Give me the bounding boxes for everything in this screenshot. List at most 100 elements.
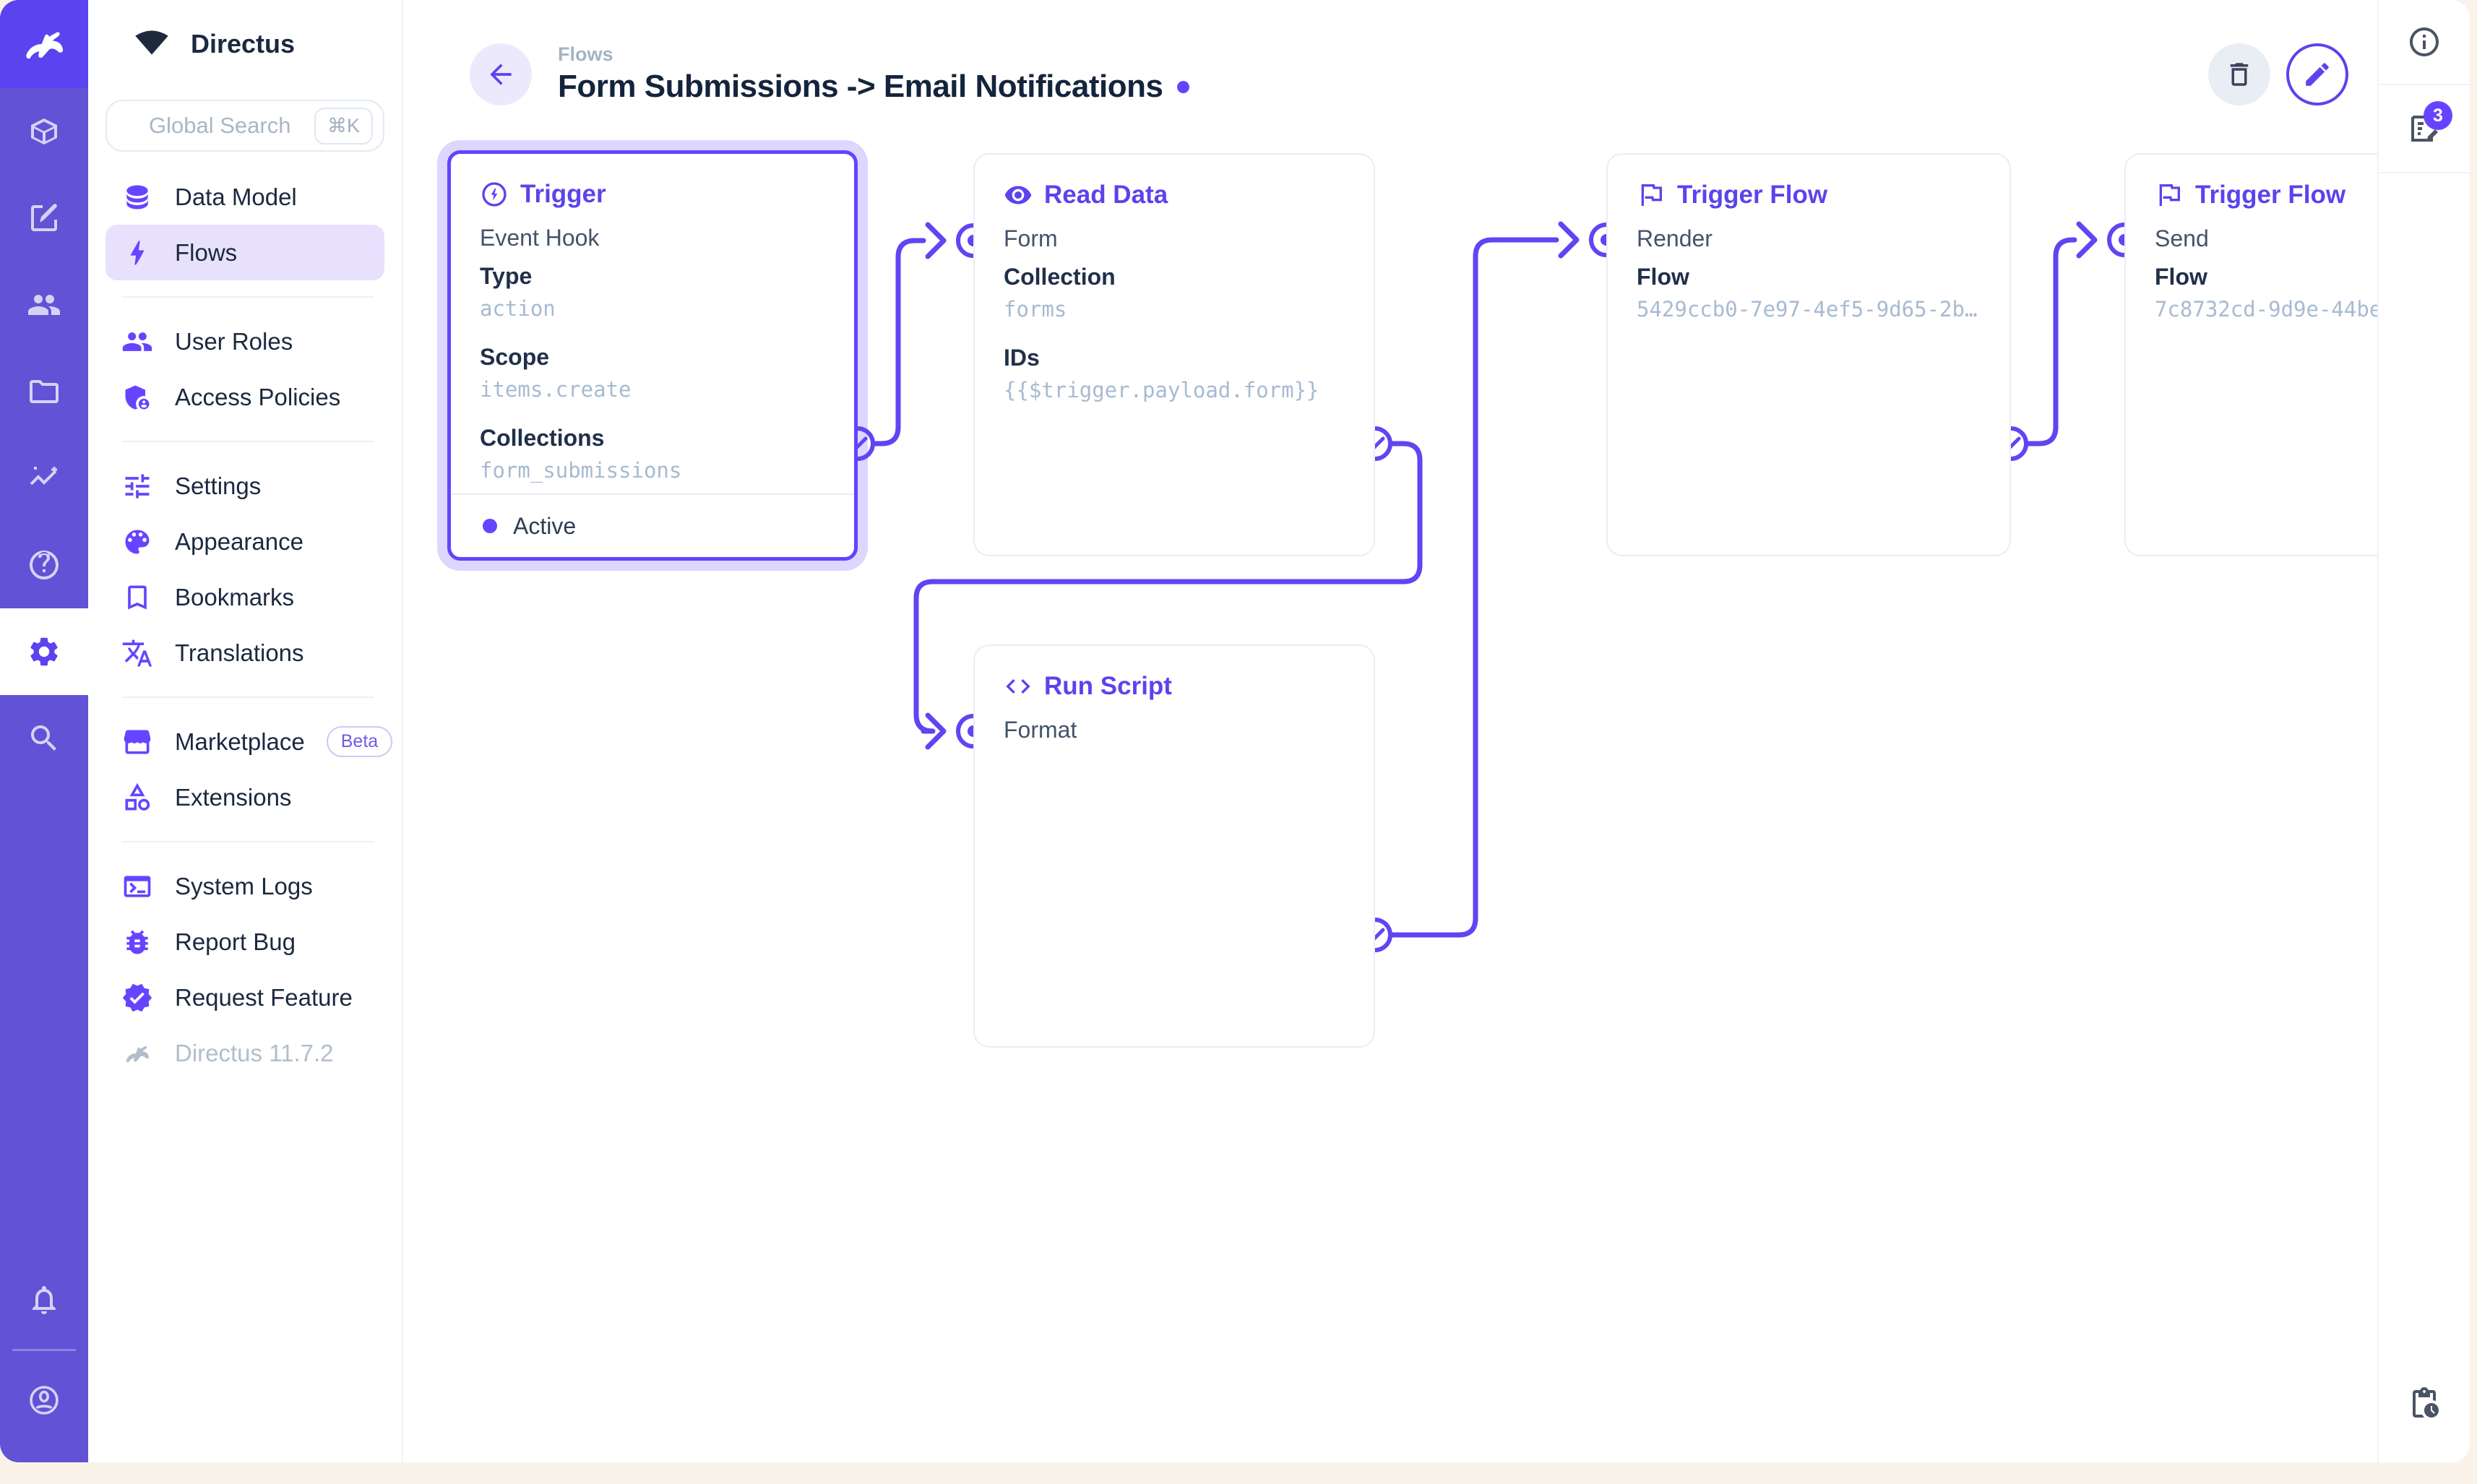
- field-label: Type: [480, 263, 533, 289]
- shapes-icon: [125, 782, 150, 811]
- sidebar-item-settings[interactable]: Settings: [105, 458, 384, 514]
- edit-square-icon: [31, 204, 57, 231]
- module-files[interactable]: [0, 348, 88, 435]
- code-icon: [1006, 679, 1030, 694]
- sidebar-item-marketplace[interactable]: Marketplace Beta: [105, 714, 393, 769]
- rabbit-icon: [126, 1045, 149, 1062]
- sidebar-item-label: Report Bug: [175, 928, 296, 955]
- sidebar-item-label: Bookmarks: [175, 583, 295, 611]
- field-label: Flow: [2155, 264, 2207, 290]
- module-bar: [0, 0, 88, 1462]
- flow-panel-trigger[interactable]: Trigger Event Hook Type action Scope ite…: [447, 150, 858, 561]
- nav-list: Data Model Flows User Roles Access Polic…: [88, 169, 402, 1462]
- module-content[interactable]: [0, 88, 88, 175]
- sidebar-item-bookmarks[interactable]: Bookmarks: [105, 569, 384, 625]
- breadcrumb[interactable]: Flows: [558, 43, 613, 65]
- field-value: items.create: [480, 377, 632, 402]
- field-value: 5429ccb0-7e97-4ef5-9d65-2b…: [1637, 297, 1978, 322]
- user-avatar[interactable]: [0, 1357, 88, 1444]
- flow-panel-run-script[interactable]: Run Script Format: [973, 644, 1375, 1048]
- field-label: Flow: [1637, 264, 1689, 290]
- clipboard-clock-icon: [2413, 1387, 2439, 1418]
- page-header: Flows Form Submissions -> Email Notifica…: [403, 0, 2377, 148]
- flag-icon: [2159, 184, 2180, 206]
- title-block: Flows Form Submissions -> Email Notifica…: [558, 43, 1190, 105]
- version-row: Directus 11.7.2: [105, 1025, 384, 1081]
- notices-sidebar-button[interactable]: 3: [2379, 85, 2470, 172]
- module-bar-divider: [12, 1349, 76, 1351]
- flag-icon: [1641, 184, 1662, 206]
- people-icon: [122, 332, 152, 351]
- version-label: Directus 11.7.2: [175, 1039, 334, 1066]
- project-logo-icon: [135, 30, 168, 55]
- edit-flow-button[interactable]: [2286, 43, 2348, 105]
- pending-revisions-button[interactable]: [2379, 1361, 2470, 1445]
- right-sidebar: 3: [2377, 0, 2470, 1462]
- module-editor[interactable]: [0, 175, 88, 262]
- sidebar-item-label: Flows: [175, 238, 238, 266]
- global-search-box[interactable]: ⌘K: [105, 100, 384, 152]
- main-area: Flows Form Submissions -> Email Notifica…: [403, 0, 2470, 1462]
- sidebar-item-label: Data Model: [175, 183, 297, 210]
- nav-divider: [121, 696, 374, 698]
- translate-icon: [122, 639, 152, 666]
- arrowhead-icon: [2076, 221, 2098, 259]
- notifications-button[interactable]: [0, 1256, 88, 1343]
- project-name: Directus: [191, 29, 296, 59]
- directus-logo[interactable]: [0, 0, 88, 88]
- field-label: IDs: [1004, 345, 1040, 371]
- wire-runscript-render: [1387, 237, 1559, 938]
- flow-panel-read-data[interactable]: Read Data Form Collection forms IDs {{$t…: [973, 153, 1375, 556]
- sidebar-item-flows[interactable]: Flows: [105, 225, 384, 280]
- sidebar-item-extensions[interactable]: Extensions: [105, 769, 384, 825]
- sidebar-item-label: Request Feature: [175, 983, 353, 1011]
- storefront-icon: [124, 730, 151, 754]
- sidebar-item-request-feature[interactable]: Request Feature: [105, 970, 384, 1025]
- delete-flow-button[interactable]: [2208, 43, 2270, 105]
- panel-title: Trigger: [520, 180, 606, 208]
- pencil-icon: [2306, 62, 2329, 86]
- module-users[interactable]: [0, 262, 88, 348]
- field-value: form_submissions: [480, 458, 682, 483]
- module-global-search[interactable]: [0, 695, 88, 782]
- sidebar-divider: [2379, 84, 2470, 85]
- field-value: action: [480, 296, 556, 321]
- sidebar-item-access-policies[interactable]: Access Policies: [105, 369, 384, 425]
- beta-badge: Beta: [326, 726, 393, 757]
- sidebar-item-system-logs[interactable]: System Logs: [105, 858, 384, 914]
- sidebar-item-report-bug[interactable]: Report Bug: [105, 914, 384, 970]
- back-button[interactable]: [470, 43, 532, 105]
- module-settings[interactable]: [0, 608, 88, 695]
- page-title: Form Submissions -> Email Notifications: [558, 69, 1163, 104]
- sidebar-item-appearance[interactable]: Appearance: [105, 514, 384, 569]
- panel-name: Form: [1004, 225, 1058, 251]
- field-label: Scope: [480, 344, 550, 370]
- insights-icon: [30, 467, 57, 486]
- project-switcher[interactable]: Directus: [88, 0, 402, 88]
- panel-title: Trigger Flow: [1677, 181, 1828, 209]
- sidebar-item-label: Access Policies: [175, 383, 341, 410]
- tune-icon: [125, 474, 150, 498]
- nav-divider: [121, 841, 374, 842]
- database-icon: [126, 185, 148, 209]
- module-insights[interactable]: [0, 435, 88, 522]
- verified-icon: [122, 983, 152, 1011]
- module-help[interactable]: [0, 522, 88, 608]
- info-sidebar-button[interactable]: [2379, 0, 2470, 84]
- field-value: 7c8732cd-9d9e-44be: [2155, 297, 2382, 322]
- sidebar-divider: [2379, 172, 2470, 173]
- search-input[interactable]: [149, 113, 314, 139]
- sidebar-item-label: Marketplace: [175, 728, 305, 755]
- flow-canvas[interactable]: Trigger Event Hook Type action Scope ite…: [403, 0, 2470, 1462]
- palette-icon: [125, 530, 150, 553]
- sidebar-item-user-roles[interactable]: User Roles: [105, 314, 384, 369]
- flow-panel-trigger-flow-render[interactable]: Trigger Flow Render Flow 5429ccb0-7e97-4…: [1606, 153, 2011, 556]
- sidebar-item-label: Appearance: [175, 527, 303, 555]
- sidebar-item-data-model[interactable]: Data Model: [105, 169, 384, 225]
- navigation-panel: Directus ⌘K Data Model Flows User Roles: [88, 0, 403, 1462]
- nav-divider: [121, 296, 374, 298]
- sidebar-item-translations[interactable]: Translations: [105, 625, 384, 681]
- shield-person-icon: [125, 385, 150, 409]
- folder-icon: [30, 380, 59, 403]
